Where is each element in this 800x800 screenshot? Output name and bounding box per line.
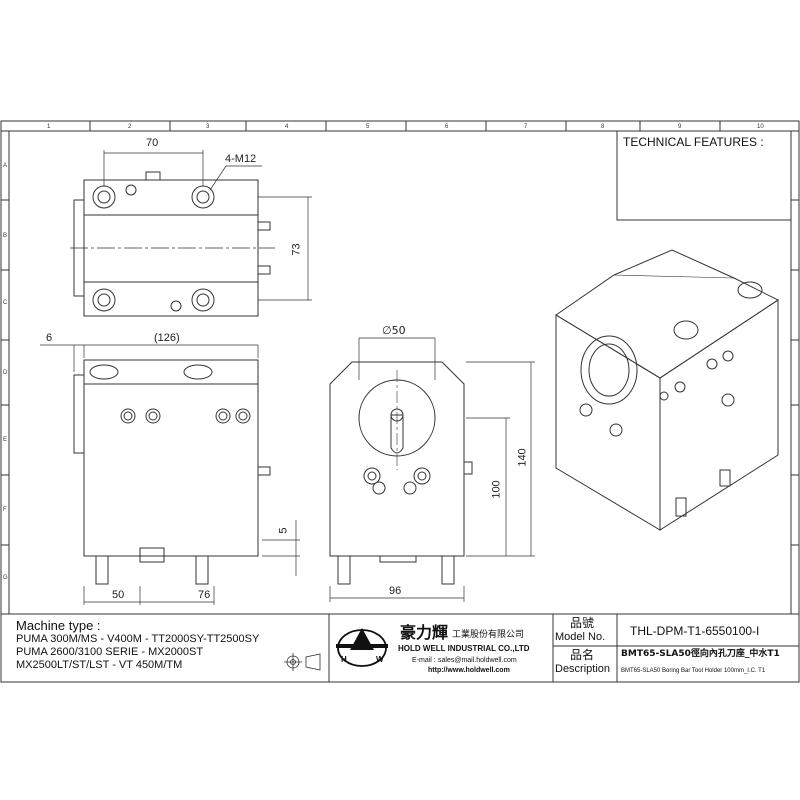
front-view <box>73 359 271 585</box>
description-sub: BMT65-SLA50 Boring Bar Tool Holder 100mm… <box>621 668 766 674</box>
dim-total-height: 140 <box>516 448 529 467</box>
company-website: http://www.holdwell.com <box>428 667 510 674</box>
column-ticks <box>89 121 721 131</box>
outer-frame <box>0 120 800 683</box>
zone-col-7: 7 <box>524 124 528 130</box>
zone-col-10: 10 <box>757 124 764 130</box>
zone-row-f: F <box>3 507 7 513</box>
technical-features-box <box>616 130 792 221</box>
company-logo: H W <box>336 628 388 667</box>
dim-top-height: 73 <box>290 243 303 256</box>
zone-col-4: 4 <box>285 124 289 130</box>
projection-symbol <box>284 653 321 671</box>
zone-col-1: 1 <box>47 124 51 130</box>
machine-line-3: MX2500LT/ST/LST - VT 450M/TM <box>16 659 183 671</box>
zone-row-e: E <box>3 437 8 443</box>
zone-row-c: C <box>3 300 8 306</box>
zone-row-b: B <box>3 233 8 239</box>
zone-col-5: 5 <box>366 124 370 130</box>
svg-text:H: H <box>341 655 347 664</box>
model-number: THL-DPM-T1-6550100-I <box>630 624 760 638</box>
model-label-cn: 品號 <box>570 616 595 630</box>
technical-features-title: TECHNICAL FEATURES : <box>623 135 764 149</box>
zone-col-8: 8 <box>601 124 605 130</box>
dim-front-bottom-mid: 76 <box>198 589 211 601</box>
side-view <box>329 361 473 585</box>
machine-type-heading: Machine type : <box>16 618 101 633</box>
dim-front-height-small: 5 <box>277 527 290 534</box>
company-name-cn: 豪力輝 <box>400 623 449 642</box>
dim-front-bottom-left: 50 <box>112 589 125 601</box>
dim-top-spacing: 70 <box>146 137 159 149</box>
zone-col-6: 6 <box>445 124 449 130</box>
model-label-en: Model No. <box>555 631 606 643</box>
zone-row-g: G <box>3 575 8 581</box>
top-view-dimensions <box>103 150 312 301</box>
dim-bore-diameter: ∅50 <box>382 324 406 337</box>
dim-tapped-holes: 4-M12 <box>225 153 257 165</box>
dim-side-offset: 6 <box>46 332 53 344</box>
dim-front-width: (126) <box>154 332 180 344</box>
dim-center-height: 100 <box>490 480 503 499</box>
dim-side-width: 96 <box>389 585 402 597</box>
company-name-en: HOLD WELL INDUSTRIAL CO.,LTD <box>398 644 530 653</box>
desc-label-en: Description <box>555 663 611 675</box>
description-main: BMT65-SLA50徑向內孔刀座_中水T1 <box>621 649 780 659</box>
title-block-lines <box>1 613 799 682</box>
company-name-cn-suffix: 工業股份有限公司 <box>452 630 525 640</box>
company-email: sales@mail.holdwell.com <box>438 657 517 664</box>
side-view-dimensions <box>329 337 535 602</box>
zone-row-d: D <box>3 370 8 376</box>
zone-col-2: 2 <box>128 124 132 130</box>
machine-line-1: PUMA 300M/MS - V400M - TT2000SY-TT2500SY <box>16 633 260 645</box>
email-label: E-mail : <box>412 657 436 664</box>
zone-col-3: 3 <box>206 124 210 130</box>
front-view-dimensions <box>40 344 300 605</box>
top-view <box>70 171 275 317</box>
isometric-view <box>555 249 779 531</box>
desc-label-cn: 品名 <box>570 648 595 662</box>
row-ticks <box>1 199 799 546</box>
svg-text:W: W <box>376 655 384 664</box>
zone-col-9: 9 <box>678 124 682 130</box>
machine-line-2: PUMA 2600/3100 SERIE - MX2000ST <box>16 646 204 658</box>
zone-row-a: A <box>3 163 8 169</box>
